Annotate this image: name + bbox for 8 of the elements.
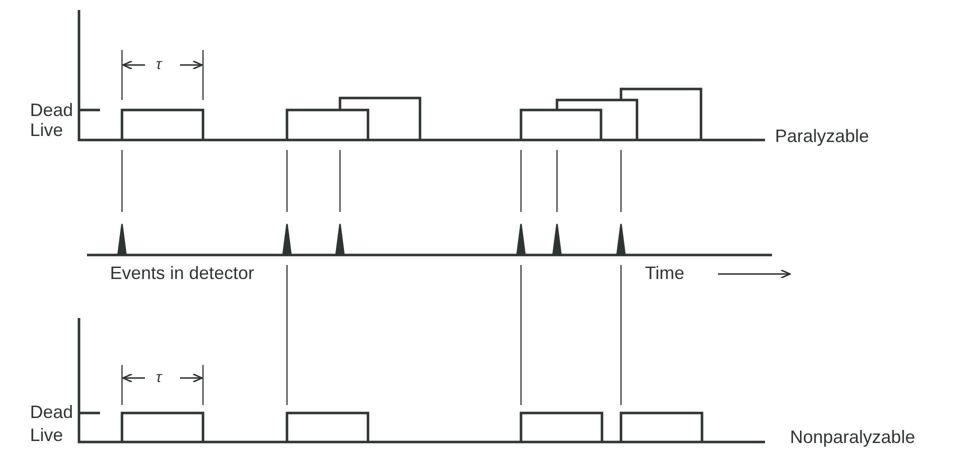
waveform-label: Paralyzable <box>775 126 870 146</box>
waveform-label: Nonparalyzable <box>790 427 916 447</box>
level-label: Live <box>30 120 64 140</box>
axis-label: Time <box>645 263 684 283</box>
level-label: Live <box>30 425 64 445</box>
level-label: Dead <box>30 100 74 120</box>
level-label: Dead <box>30 402 74 422</box>
axis-label: Events in detector <box>110 263 254 283</box>
